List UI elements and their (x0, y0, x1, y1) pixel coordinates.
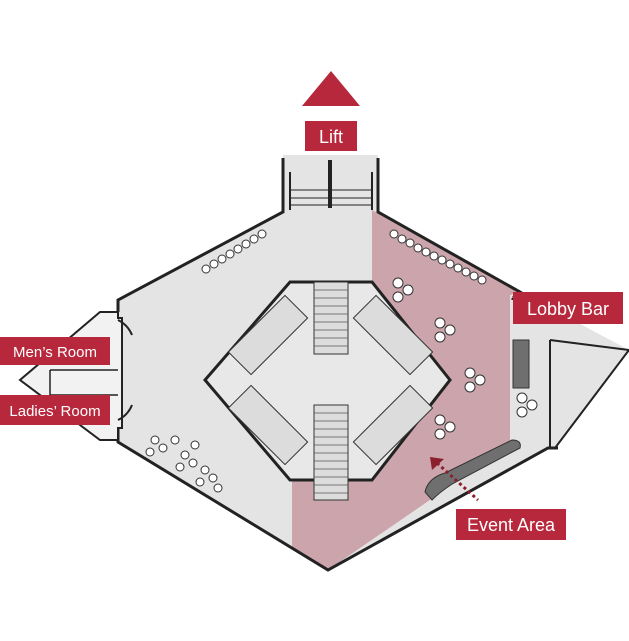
event-stage (424, 439, 521, 501)
lobby-bar-label: Lobby Bar (527, 299, 609, 319)
label-event-area: Event Area (456, 509, 566, 540)
mens-room-label: Men’s Room (13, 344, 97, 361)
arrow-up-icon (302, 71, 360, 106)
label-ladies-room: Ladies’ Room (0, 395, 110, 425)
stair-treads (314, 289, 348, 494)
label-lobby-bar: Lobby Bar (513, 292, 623, 324)
label-lift: Lift (305, 121, 357, 151)
bar-counter (512, 339, 530, 389)
label-mens-room: Men’s Room (0, 337, 110, 365)
event-area-label: Event Area (467, 515, 556, 535)
seating (145, 229, 538, 493)
ladies-room-label: Ladies’ Room (9, 403, 100, 420)
lift-label: Lift (319, 127, 343, 147)
lift-corridor (289, 160, 373, 210)
dotted-arrow-icon (430, 457, 444, 470)
right-wing-walls (549, 339, 629, 449)
